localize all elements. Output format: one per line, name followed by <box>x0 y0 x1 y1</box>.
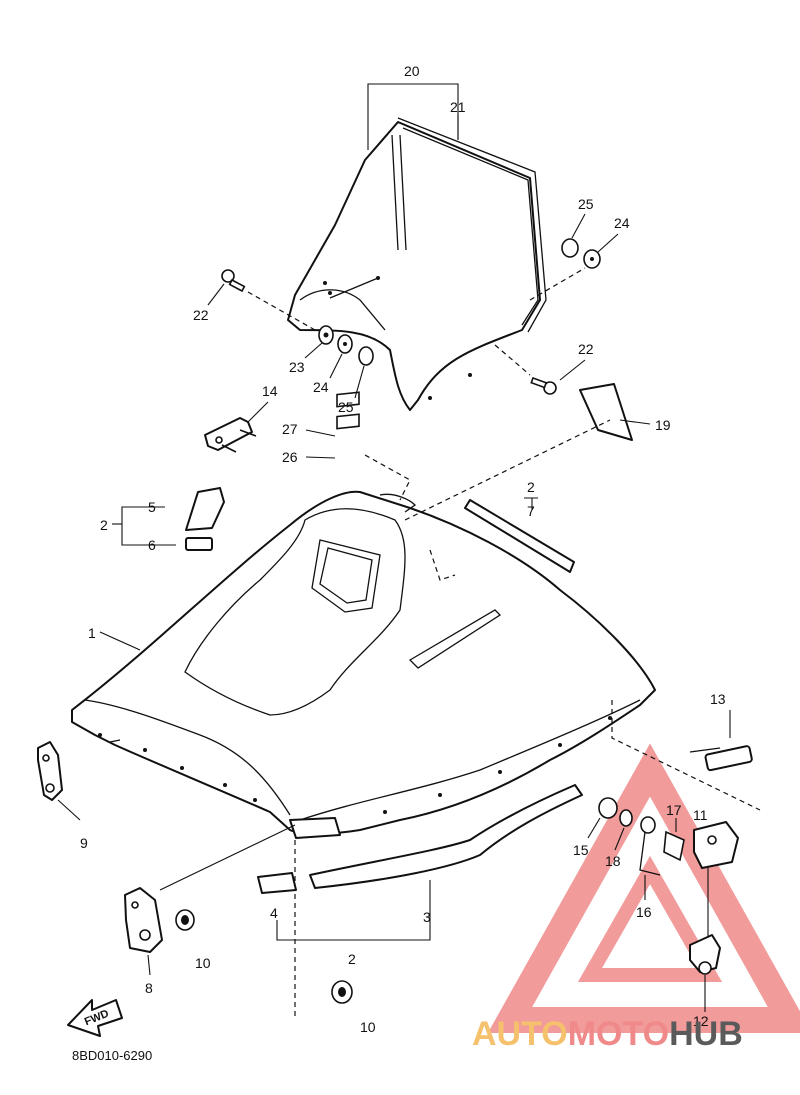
callout-20: 20 <box>404 63 420 79</box>
callout-24-right: 24 <box>614 215 630 231</box>
assembly-dash-lines <box>294 419 761 1020</box>
collar-15 <box>587 797 618 839</box>
nut-24-left <box>337 334 353 354</box>
fwd-arrow-icon: FWD <box>67 999 123 1037</box>
callout-10-a: 10 <box>195 955 211 971</box>
callout-3: 3 <box>423 909 431 925</box>
cushion-6 <box>185 537 213 551</box>
strip-3 <box>309 784 583 889</box>
watermark-logo <box>487 743 800 1033</box>
latch-9 <box>37 741 81 821</box>
cap-4 <box>257 872 297 894</box>
callout-21: 21 <box>450 99 466 115</box>
nut-25-left <box>358 346 374 366</box>
seal-26 <box>305 413 360 459</box>
callout-5: 5 <box>148 499 156 515</box>
callout-26: 26 <box>282 449 298 465</box>
callout-10-b: 10 <box>360 1019 376 1035</box>
seal-27 <box>305 391 360 437</box>
washer-18 <box>619 809 633 827</box>
windshield-assembly <box>287 117 547 411</box>
nut-24-right <box>529 249 601 301</box>
callout-9: 9 <box>80 835 88 851</box>
callout-25-right: 25 <box>578 196 594 212</box>
callout-22-right: 22 <box>578 341 594 357</box>
latch-12 <box>689 934 721 1012</box>
windshield <box>287 121 541 411</box>
callout-11: 11 <box>693 807 708 823</box>
callout-23: 23 <box>289 359 305 375</box>
bolt-22-left <box>221 269 316 331</box>
callout-2-top: 2 <box>527 479 535 495</box>
plate-19 <box>579 383 651 441</box>
callout-14: 14 <box>262 383 278 399</box>
watermark-part-auto: AUTO <box>472 1015 568 1053</box>
callout-27: 27 <box>282 421 298 437</box>
callout-13: 13 <box>710 691 726 707</box>
bolt-16 <box>639 816 661 900</box>
watermark-text: AUTOMOTOHUB <box>472 1015 743 1053</box>
bracket-14 <box>204 417 257 453</box>
bolt-13 <box>689 710 753 772</box>
callout-7: 7 <box>527 503 535 519</box>
washer-23 <box>318 325 334 345</box>
watermark-triangle-icon <box>487 743 800 1033</box>
callout-8: 8 <box>145 980 153 996</box>
callout-1: 1 <box>88 625 96 641</box>
callout-19: 19 <box>655 417 671 433</box>
callout-6: 6 <box>148 537 156 553</box>
callout-leaders-top <box>367 83 459 150</box>
callout-bracket-2-bottom <box>276 880 431 941</box>
watermark-part-hub: HUB <box>669 1015 743 1053</box>
callout-2-left: 2 <box>100 517 108 533</box>
callout-24-left: 24 <box>313 379 329 395</box>
diagram-code: 8BD010-6290 <box>72 1048 152 1063</box>
hood-1 <box>71 490 656 839</box>
callout-18: 18 <box>605 853 621 869</box>
latch-8 <box>124 824 296 976</box>
grommet-10-b <box>331 980 353 1004</box>
callout-15: 15 <box>573 842 589 858</box>
grommet-10-a <box>175 909 195 931</box>
windshield-molding <box>397 117 547 333</box>
watermark-inner-triangle-icon <box>577 855 723 982</box>
callout-12: 12 <box>693 1013 709 1029</box>
cushion-5 <box>185 487 225 531</box>
bracket-11 <box>693 821 739 940</box>
callout-25-left: 25 <box>338 399 354 415</box>
callout-bracket-2-left <box>112 506 176 546</box>
callout-4: 4 <box>270 905 278 921</box>
nut-25-right <box>561 238 579 258</box>
callout-2-bottom: 2 <box>348 951 356 967</box>
strip-7 <box>464 497 575 573</box>
callout-17: 17 <box>666 802 682 818</box>
callout-labels: 1 2 2 2 3 4 5 6 7 8 9 10 10 11 12 13 14 … <box>80 63 726 1035</box>
callout-16: 16 <box>636 904 652 920</box>
watermark-part-moto: MOTO <box>568 1015 669 1053</box>
bolt-22-right <box>494 344 557 395</box>
collar-17 <box>663 818 685 862</box>
callout-22-left: 22 <box>193 307 209 323</box>
